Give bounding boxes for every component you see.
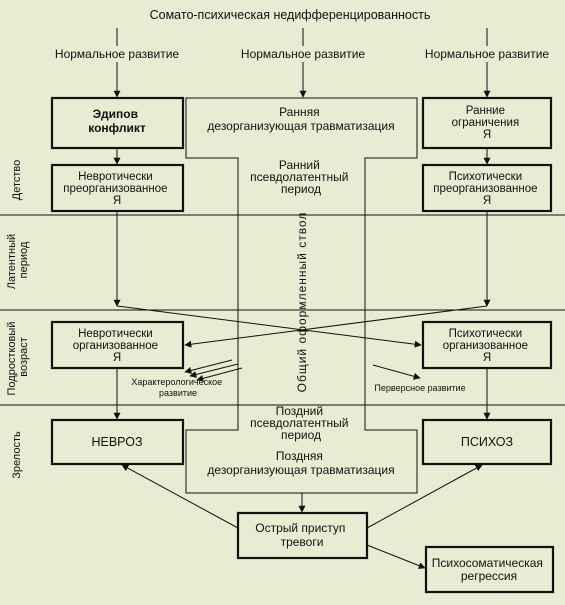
box-psychotic-organized-line3: Я: [483, 352, 491, 364]
box-acute-anxiety-line1: Острый приступ: [255, 521, 345, 535]
early-trauma-line1: Ранняя: [279, 105, 320, 119]
box-oedipus-line2: конфликт: [88, 121, 146, 135]
central-trunk-outline: [185, 97, 418, 494]
box-acute-anxiety-line2: тревоги: [281, 535, 324, 549]
late-pseudolatent-line1: Поздний: [276, 404, 323, 418]
box-neurotic-reorganized-line1: Невротически: [78, 171, 153, 183]
early-pseudolatent-line1: Ранний: [279, 158, 320, 172]
box-psychotic-reorganized: [421, 163, 553, 213]
box-acute-anxiety-text: Острый приступ тревоги: [255, 521, 349, 549]
arrow-characterological-3: [196, 367, 243, 382]
box-neurotic-organized: [50, 320, 185, 370]
arrow-characterological-2: [189, 363, 239, 378]
box-oedipus-conflict-text: Эдипов конфликт: [88, 107, 146, 135]
box-neurotic-organized-line1: Невротически: [78, 328, 153, 340]
box-psychotic-reorganized-line3: Я: [483, 195, 491, 207]
late-trauma-line1: Поздняя: [276, 449, 323, 463]
early-pseudolatent-line3: период: [281, 182, 321, 196]
normal-development-center: Нормальное развитие: [241, 47, 365, 61]
box-neurotic-reorganized: [50, 163, 185, 213]
arrow-cross-left-to-right: [116, 305, 422, 348]
early-pseudolatent-text: Ранний псевдолатентный период: [250, 158, 352, 196]
early-trauma-line2: дезорганизующая травматизация: [207, 119, 394, 133]
box-early-limitations-line1: Ранние: [466, 105, 505, 117]
box-psychosomatic-line2: регрессия: [461, 569, 517, 583]
period-label-adolescence: Подростковый возраст: [6, 319, 30, 396]
early-pseudolatent-line2: псевдолатентный: [250, 170, 348, 184]
characterological-line1: Характерологическое: [131, 377, 222, 387]
late-pseudolatent-line3: период: [281, 428, 321, 442]
arrow-anxiety-to-psychosis: [366, 464, 483, 529]
common-trunk-label: Общий оформленный ствол: [295, 212, 309, 393]
box-psychosis: [421, 418, 553, 466]
box-neurotic-reorganized-line2: преорганизованное: [63, 183, 167, 195]
arrow-anxiety-to-neurosis: [121, 464, 239, 529]
box-acute-anxiety: [236, 511, 369, 560]
arrow-cross-right-to-left: [184, 305, 488, 348]
box-psychotic-organized: [421, 320, 553, 370]
late-pseudolatent-line2: псевдолатентный: [250, 416, 348, 430]
box-early-limitations-text: Ранние ограничения Я: [452, 105, 523, 141]
arrow-characterological-1: [184, 359, 233, 374]
early-trauma-text: Ранняя дезорганизующая травматизация: [207, 105, 394, 133]
period-label-latent-line2: период: [18, 241, 30, 278]
box-neurotic-organized-line2: организованное: [73, 340, 158, 352]
box-psychosomatic-regression: [424, 545, 555, 594]
late-pseudolatent-text: Поздний псевдолатентный период: [250, 404, 352, 442]
box-neurotic-organized-text: Невротически организованное Я: [73, 328, 162, 364]
characterological-line2: развитие: [159, 388, 197, 398]
period-label-maturity: Зрелость: [11, 431, 23, 479]
arrow-perverse: [372, 364, 421, 380]
box-psychosomatic-regression-text: Психосоматическая регрессия: [432, 556, 547, 583]
box-neurosis: [50, 418, 185, 466]
period-label-adolescence-line2: возраст: [18, 337, 30, 377]
box-early-limitations-line2: ограничения: [452, 117, 520, 129]
normal-development-right: Нормальное развитие: [425, 47, 549, 61]
arrow-anxiety-to-psychosomatic: [366, 544, 426, 569]
late-trauma-text: Поздняя дезорганизующая травматизация: [207, 449, 394, 477]
box-oedipus-conflict: [50, 96, 185, 150]
box-psychotic-reorganized-line2: преорганизованное: [433, 183, 537, 195]
characterological-label: Характерологическое развитие: [131, 377, 224, 398]
box-psychotic-organized-line2: организованное: [443, 340, 528, 352]
box-psychotic-reorganized-line1: Психотически: [449, 171, 523, 183]
box-neurotic-organized-line3: Я: [113, 352, 121, 364]
box-psychosis-text: ПСИХОЗ: [461, 435, 513, 449]
perverse-label: Перверсное развитие: [374, 383, 465, 393]
box-psychotic-organized-text: Психотически организованное Я: [443, 328, 532, 364]
box-psychosomatic-line1: Психосоматическая: [432, 556, 543, 570]
late-trauma-line2: дезорганизующая травматизация: [207, 463, 394, 477]
box-early-limitations-line3: Я: [483, 129, 491, 141]
period-label-adolescence-line1: Подростковый: [6, 322, 18, 396]
diagram-title: Сомато-психическая недифференцированност…: [150, 8, 431, 22]
box-psychotic-organized-line1: Психотически: [449, 328, 523, 340]
normal-development-left: Нормальное развитие: [55, 47, 179, 61]
period-label-latent: Латентный период: [6, 231, 30, 289]
box-psychotic-reorganized-text: Психотически преорганизованное Я: [433, 171, 541, 207]
box-neurotic-reorganized-line3: Я: [113, 195, 121, 207]
box-oedipus-line1: Эдипов: [93, 107, 138, 121]
period-label-latent-line1: Латентный: [6, 234, 18, 289]
box-neurosis-text: НЕВРОЗ: [91, 435, 142, 449]
period-label-childhood: Детство: [11, 160, 23, 201]
box-neurotic-reorganized-text: Невротически преорганизованное Я: [63, 171, 171, 207]
